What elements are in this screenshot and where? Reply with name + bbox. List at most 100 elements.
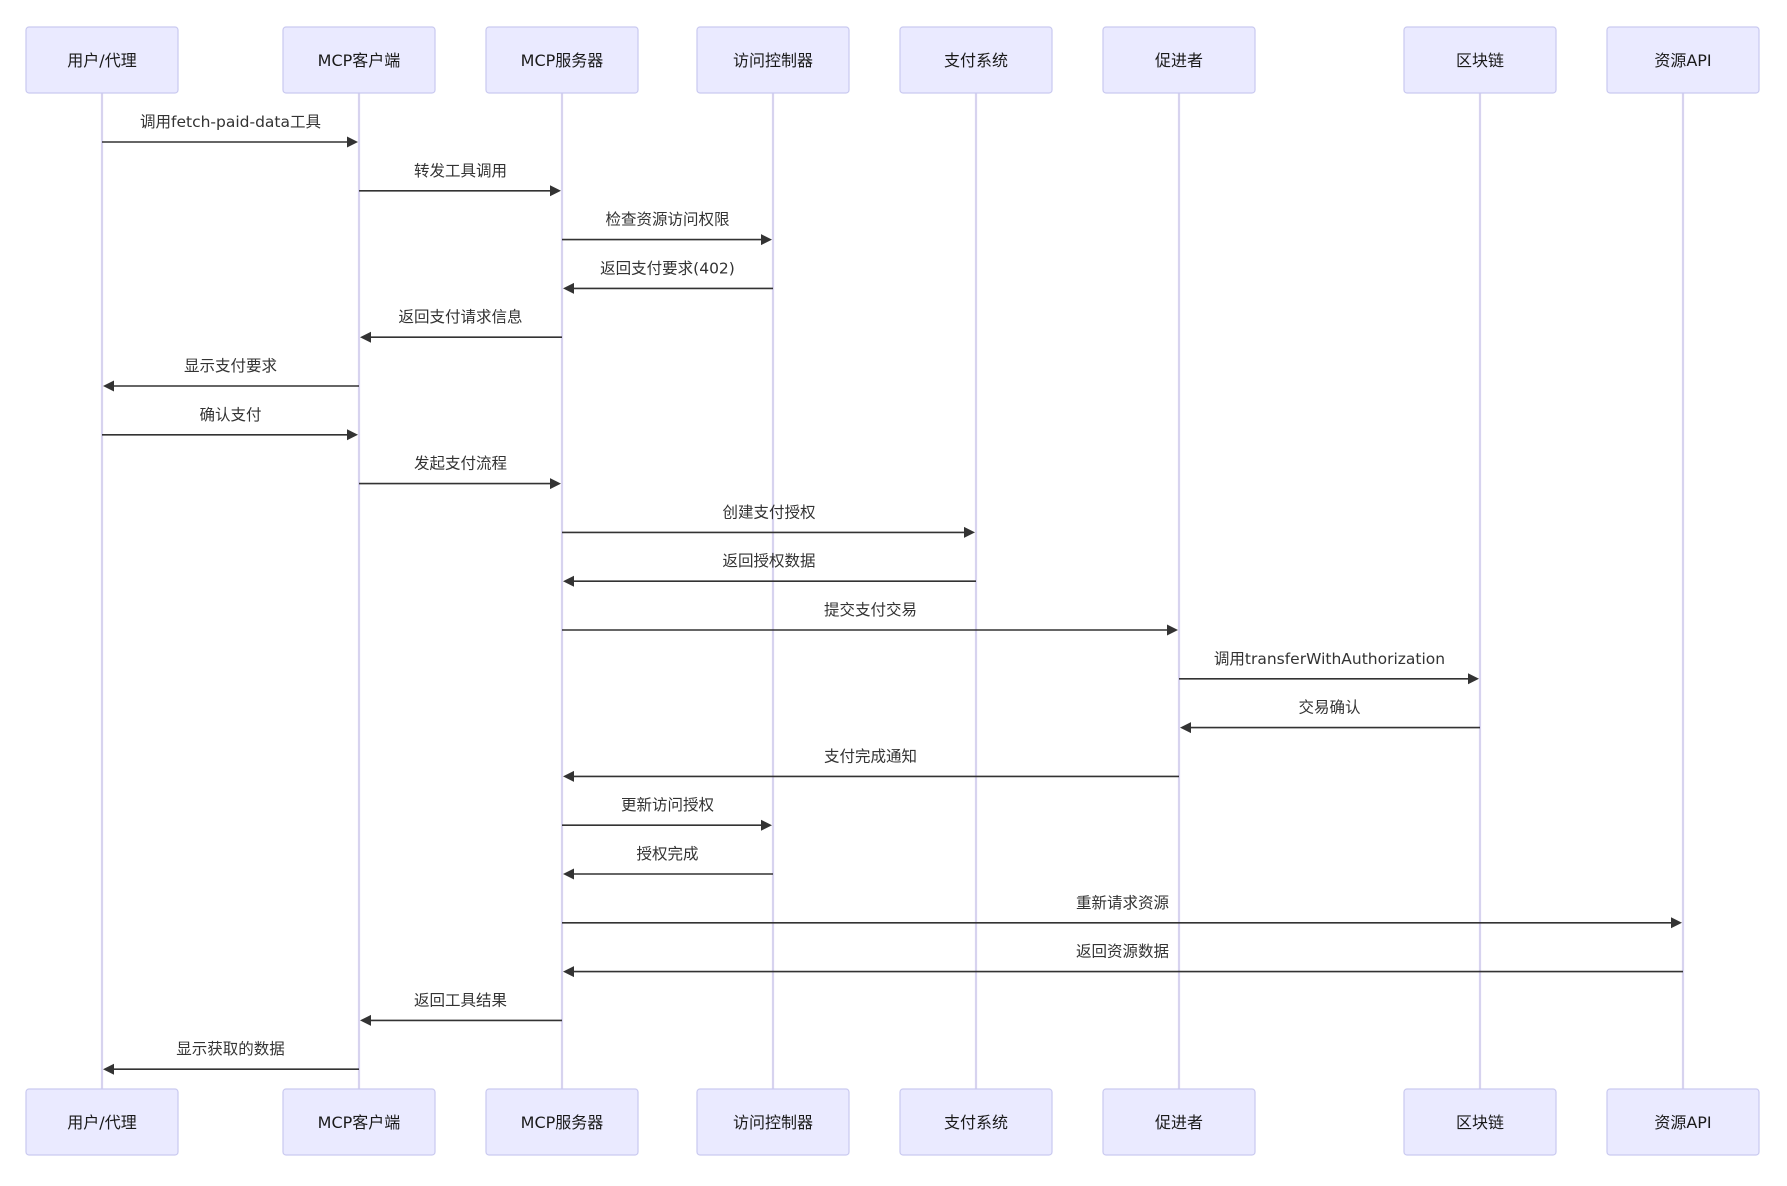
message-label: 支付完成通知	[824, 747, 917, 765]
actor-box	[899, 1088, 1053, 1156]
message-label: 返回资源数据	[1076, 943, 1169, 961]
message-5: 返回支付请求信息	[360, 308, 562, 343]
message-15: 更新访问授权	[562, 796, 772, 831]
message-label: 创建支付授权	[722, 503, 815, 521]
message-20: 显示获取的数据	[103, 1040, 359, 1075]
arrow-head-icon	[550, 185, 561, 197]
actor-box	[282, 26, 436, 94]
message-17: 重新请求资源	[562, 894, 1682, 929]
arrow-head-icon	[550, 478, 561, 490]
actor-api-bottom: 资源API	[1606, 1088, 1760, 1156]
message-label: 重新请求资源	[1076, 894, 1169, 912]
arrow-head-icon	[563, 966, 574, 978]
message-label: 交易确认	[1298, 699, 1360, 717]
message-label: 返回授权数据	[722, 552, 815, 570]
message-2: 转发工具调用	[359, 162, 561, 197]
message-1: 调用fetch-paid-data工具	[102, 113, 358, 148]
arrow-head-icon	[761, 234, 772, 246]
message-label: 确认支付	[199, 406, 261, 424]
actor-box	[696, 26, 850, 94]
arrow-head-icon	[103, 380, 114, 392]
actor-box	[899, 26, 1053, 94]
message-label: 更新访问授权	[621, 796, 714, 814]
actor-label: MCP客户端	[318, 1113, 401, 1132]
arrow-head-icon	[103, 1063, 114, 1075]
actor-facilitator-bottom: 促进者	[1102, 1088, 1256, 1156]
message-label: 检查资源访问权限	[605, 211, 729, 229]
message-10: 返回授权数据	[563, 552, 976, 587]
actor-access-bottom: 访问控制器	[696, 1088, 850, 1156]
arrow-head-icon	[964, 526, 975, 538]
actors-bottom: 用户/代理 MCP客户端 MCP服务器 访问控制器 支付系统 促进者 区块链 资源API	[25, 1088, 1760, 1156]
actor-facilitator-top: 促进者	[1102, 26, 1256, 94]
actor-user-top: 用户/代理	[25, 26, 179, 94]
actor-client-bottom: MCP客户端	[282, 1088, 436, 1156]
actor-server-bottom: MCP服务器	[485, 1088, 639, 1156]
actor-label: MCP客户端	[318, 51, 401, 70]
actor-label: 区块链	[1456, 51, 1504, 70]
actor-api-top: 资源API	[1606, 26, 1760, 94]
actor-box	[1403, 26, 1557, 94]
actor-box	[282, 1088, 436, 1156]
arrow-head-icon	[1468, 673, 1479, 685]
message-14: 支付完成通知	[563, 747, 1179, 782]
message-label: 返回支付请求信息	[398, 308, 522, 326]
arrow-head-icon	[360, 331, 371, 343]
message-label: 授权完成	[636, 845, 698, 863]
actor-label: 促进者	[1155, 1113, 1203, 1132]
message-label: 返回支付要求(402)	[600, 259, 735, 277]
arrow-head-icon	[347, 136, 358, 148]
message-8: 发起支付流程	[359, 455, 561, 490]
actor-box	[1102, 26, 1256, 94]
message-13: 交易确认	[1180, 699, 1480, 734]
arrow-head-icon	[347, 429, 358, 441]
actor-payment-top: 支付系统	[899, 26, 1053, 94]
actor-box	[485, 26, 639, 94]
arrow-head-icon	[563, 770, 574, 782]
message-label: 提交支付交易	[824, 601, 917, 619]
message-18: 返回资源数据	[563, 943, 1683, 978]
lifelines	[100, 93, 1685, 1089]
actor-label: 用户/代理	[67, 51, 136, 70]
actor-label: 区块链	[1456, 1113, 1504, 1132]
actor-user-bottom: 用户/代理	[25, 1088, 179, 1156]
actor-chain-bottom: 区块链	[1403, 1088, 1557, 1156]
message-9: 创建支付授权	[562, 503, 975, 538]
message-label: 返回工具结果	[414, 991, 507, 1009]
message-label: 调用transferWithAuthorization	[1214, 650, 1445, 668]
arrow-head-icon	[1671, 917, 1682, 929]
actor-box	[25, 1088, 179, 1156]
message-7: 确认支付	[102, 406, 358, 441]
actor-box	[1403, 1088, 1557, 1156]
actor-client-top: MCP客户端	[282, 26, 436, 94]
actor-label: 支付系统	[944, 1113, 1008, 1132]
arrow-head-icon	[563, 282, 574, 294]
actor-access-top: 访问控制器	[696, 26, 850, 94]
actor-box	[1606, 26, 1760, 94]
arrow-head-icon	[1180, 722, 1191, 734]
messages: 调用fetch-paid-data工具转发工具调用检查资源访问权限返回支付要求(…	[102, 113, 1683, 1075]
actor-label: MCP服务器	[521, 1113, 604, 1132]
actor-label: 访问控制器	[733, 1113, 813, 1132]
message-19: 返回工具结果	[360, 991, 562, 1026]
actor-box	[696, 1088, 850, 1156]
actor-label: 支付系统	[944, 51, 1008, 70]
actor-box	[25, 26, 179, 94]
arrow-head-icon	[360, 1014, 371, 1026]
message-6: 显示支付要求	[103, 357, 359, 392]
actor-label: 资源API	[1654, 51, 1711, 70]
actor-label: 用户/代理	[67, 1113, 136, 1132]
message-11: 提交支付交易	[562, 601, 1178, 636]
arrow-head-icon	[761, 819, 772, 831]
message-label: 发起支付流程	[414, 455, 507, 473]
actor-label: 促进者	[1155, 51, 1203, 70]
actor-box	[1606, 1088, 1760, 1156]
message-label: 显示获取的数据	[176, 1040, 285, 1058]
message-12: 调用transferWithAuthorization	[1179, 650, 1479, 685]
actor-box	[1102, 1088, 1256, 1156]
actor-box	[485, 1088, 639, 1156]
message-label: 转发工具调用	[414, 162, 507, 180]
message-label: 显示支付要求	[184, 357, 277, 375]
